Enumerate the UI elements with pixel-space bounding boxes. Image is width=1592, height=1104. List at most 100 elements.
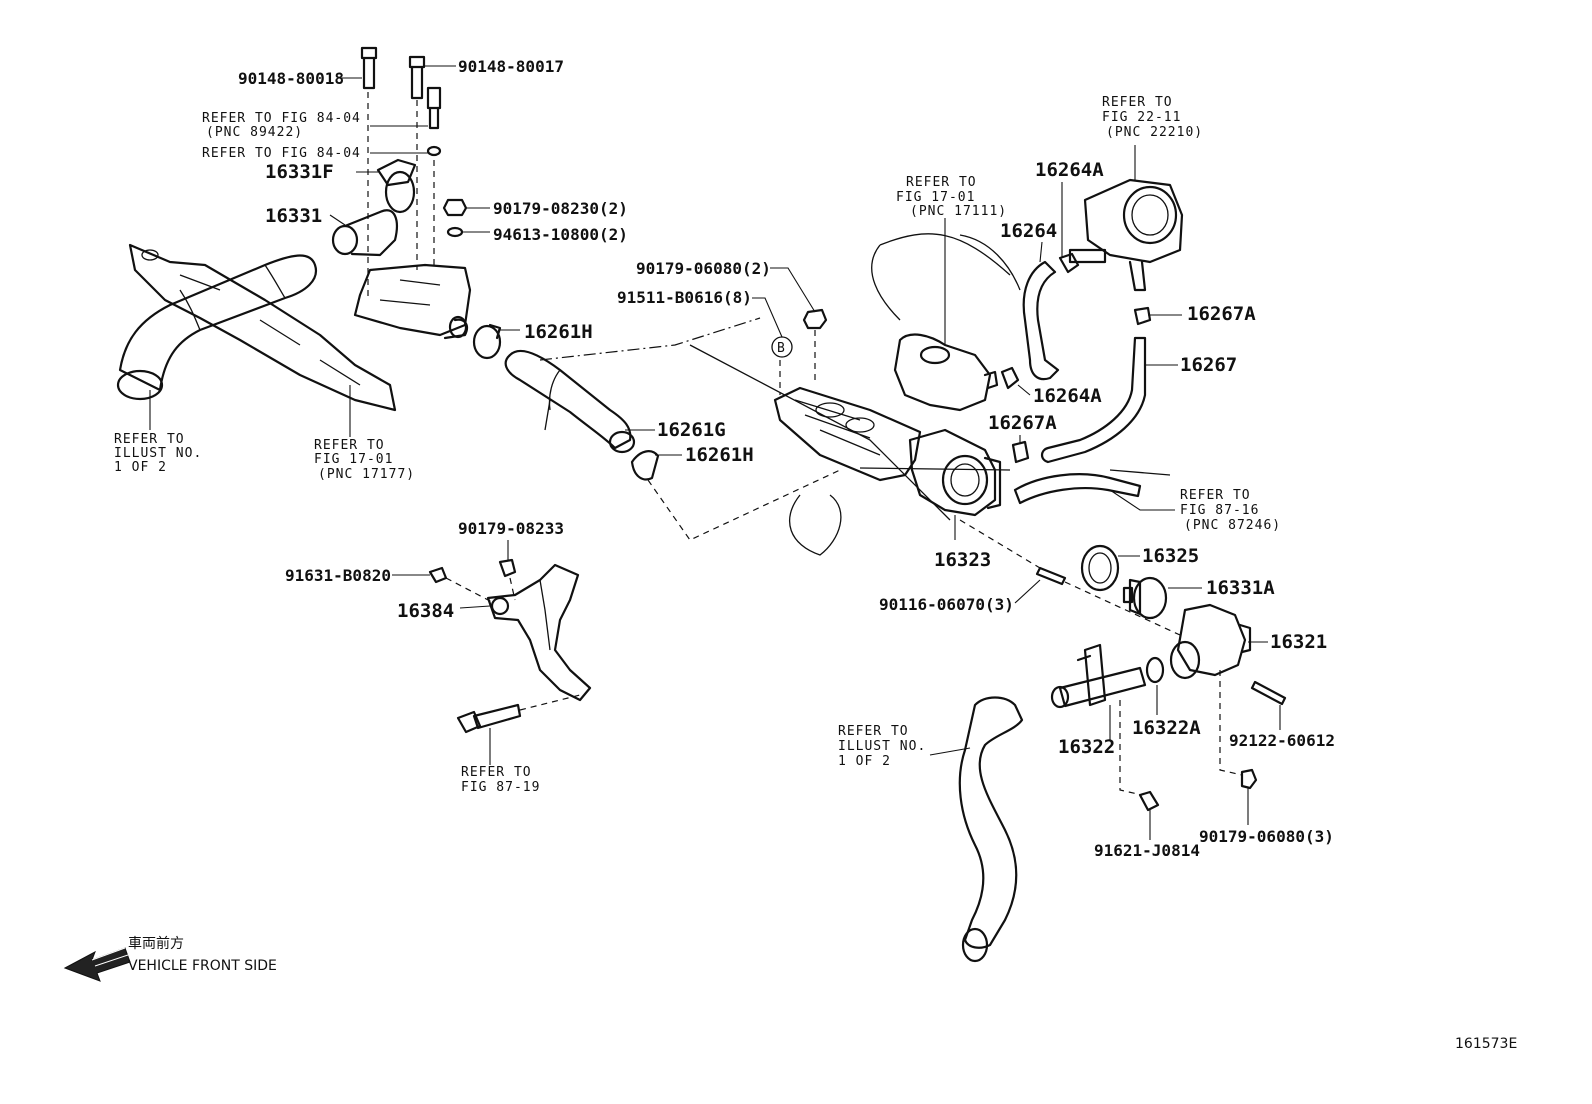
label-16264: 16264 (1000, 220, 1057, 242)
label-16267A-top: 16267A (1187, 303, 1256, 325)
dash-nut-3 (1219, 670, 1243, 776)
bolt-87-19 (456, 703, 522, 734)
washer-94613-10800 (446, 226, 464, 238)
clamp-16264A-top (1058, 252, 1080, 274)
label-90148-80018: 90148-80018 (238, 69, 344, 88)
hose-87246 (1013, 473, 1142, 505)
label-16322A: 16322A (1132, 717, 1201, 739)
nut-90179-08233 (498, 558, 517, 578)
engine-outline (689, 233, 1171, 556)
label-16261G: 16261G (657, 419, 726, 441)
label-90179-06080-2: 90179-06080(2) (636, 259, 771, 278)
label-ref-84-04-a: REFER TO FIG 84-04 (202, 111, 361, 126)
label-ref-illust-3: 1 OF 2 (114, 460, 167, 475)
hose-16261G (504, 349, 636, 454)
oring-16322A (1145, 656, 1165, 684)
label-16264A-top: 16264A (1035, 159, 1104, 181)
bolt-90148-80018 (360, 46, 378, 90)
clamp-16261H-bottom (630, 450, 660, 481)
clamp-16267A-top (1133, 306, 1152, 326)
label-ref-illust-1: REFER TO (114, 432, 185, 447)
clamp-16267A-bottom (1011, 440, 1030, 464)
label-ref-17111-3: (PNC 17111) (910, 204, 1007, 219)
label-ref-17177-2: FIG 17-01 (314, 452, 393, 467)
label-ref-17177-1: REFER TO (314, 438, 385, 453)
label-91631-B0820: 91631-B0820 (285, 566, 391, 585)
label-16323: 16323 (934, 549, 991, 571)
dash-to-intake (647, 469, 841, 541)
label-ref-87246-2: FIG 87-16 (1180, 503, 1259, 518)
label-16384: 16384 (397, 600, 454, 622)
label-16261H-bottom: 16261H (685, 444, 754, 466)
stud-90116-06070 (1035, 566, 1067, 586)
clamp-16261H-top (472, 323, 502, 360)
label-90179-08230: 90179-08230(2) (493, 199, 628, 218)
throttle-body-22210 (1068, 178, 1184, 292)
label-90148-80017: 90148-80017 (458, 57, 564, 76)
label-16321: 16321 (1270, 631, 1327, 653)
stud-92122-60612 (1250, 680, 1287, 706)
label-16325: 16325 (1142, 545, 1199, 567)
label-ref-22210-1: REFER TO (1102, 95, 1173, 110)
water-outlet-16331 (331, 170, 472, 340)
label-90179-08233: 90179-08233 (458, 519, 564, 538)
radiator-hose-lower (958, 696, 1024, 963)
label-90116-06070: 90116-06070(3) (879, 595, 1014, 614)
figure-id: 161573E (1455, 1036, 1517, 1052)
dash-stud (959, 519, 1041, 569)
label-ref-22210-2: FIG 22-11 (1102, 110, 1181, 125)
label-16331A: 16331A (1206, 577, 1275, 599)
dash-bolt-91621 (1119, 700, 1143, 796)
gasket-16331F (376, 158, 417, 187)
label-ref-87-19-1: REFER TO (461, 765, 532, 780)
label-ref-17111-1: REFER TO (906, 175, 977, 190)
label-90179-06080-3: 90179-06080(3) (1199, 827, 1334, 846)
label-16267: 16267 (1180, 354, 1237, 376)
sensor-89422 (426, 86, 442, 130)
label-ref-22210-3: (PNC 22210) (1106, 125, 1203, 140)
nut-90179-06080-2 (802, 308, 828, 330)
label-91511-B0616: 91511-B0616(8) (617, 288, 752, 307)
label-92122-60612: 92122-60612 (1229, 731, 1335, 750)
hose-16264 (1022, 260, 1060, 381)
label-ref-illust2-2: ILLUST NO. (838, 739, 926, 754)
washer-84-04 (426, 145, 442, 157)
label-front-en: VEHICLE FRONT SIDE (128, 958, 277, 974)
leader-lines (149, 65, 1281, 840)
label-ref-illust-2: ILLUST NO. (114, 446, 202, 461)
bolt-91621-J0814 (1138, 790, 1160, 812)
label-ref-illust2-3: 1 OF 2 (838, 754, 891, 769)
dash-nut-08233 (509, 577, 516, 601)
water-inlet-housing-16323 (908, 428, 1002, 517)
hose-16267 (1040, 336, 1147, 464)
label-front-jp: 車両前方 (128, 935, 184, 952)
nut-90179-08230 (442, 198, 468, 217)
vehicle-front-arrow (63, 947, 131, 982)
label-ref-84-04-b: REFER TO FIG 84-04 (202, 146, 361, 161)
label-ref-87246-1: REFER TO (1180, 488, 1251, 503)
clamp-16264A-bottom (1000, 366, 1020, 390)
label-callout-b: B (777, 341, 786, 356)
label-ref-84-04-a-pnc: (PNC 89422) (206, 125, 303, 140)
label-94613-10800: 94613-10800(2) (493, 225, 628, 244)
label-16331F: 16331F (265, 161, 334, 183)
pipe-16322 (1050, 643, 1147, 709)
label-16261H-top: 16261H (524, 321, 593, 343)
bracket-16384 (486, 563, 592, 702)
nut-90179-06080-3 (1240, 768, 1258, 790)
bolt-91631-B0820 (428, 566, 448, 584)
bolt-90148-80017 (408, 55, 426, 100)
label-group: 90148-80018 90148-80017 REFER TO FIG 84-… (114, 57, 1335, 860)
label-16331: 16331 (265, 205, 322, 227)
label-ref-87246-3: (PNC 87246) (1184, 518, 1281, 533)
label-16322: 16322 (1058, 736, 1115, 758)
thermostat-16331A (1122, 576, 1168, 620)
label-16264A-bottom: 16264A (1033, 385, 1102, 407)
label-16267A-bottom: 16267A (988, 412, 1057, 434)
label-ref-17111-2: FIG 17-01 (896, 190, 975, 205)
label-ref-illust2-1: REFER TO (838, 724, 909, 739)
label-ref-87-19-2: FIG 87-19 (461, 780, 540, 795)
gasket-16325 (1080, 544, 1120, 592)
